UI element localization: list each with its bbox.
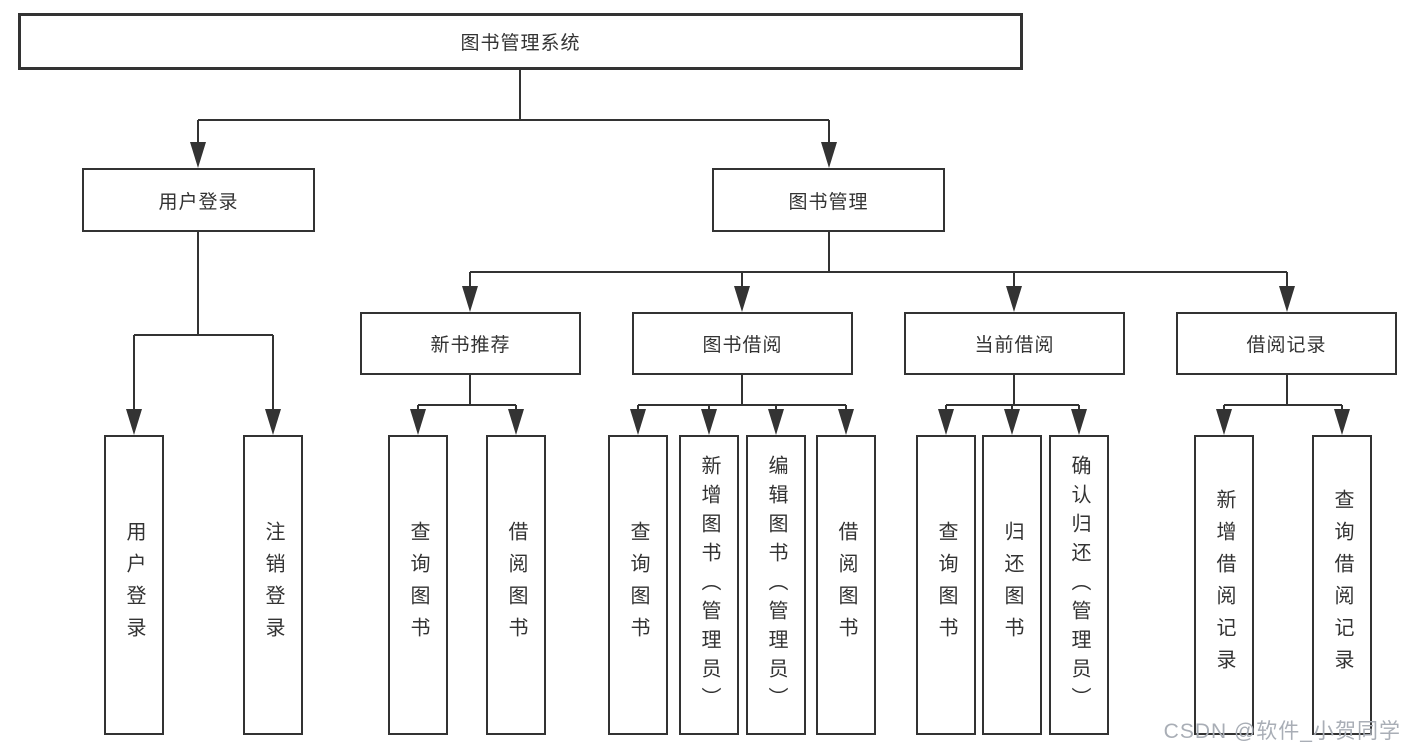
leaf-edit-book-admin: 编辑图书（管理员） — [746, 435, 806, 735]
node-current-borrow: 当前借阅 — [904, 312, 1125, 375]
csdn-watermark: CSDN @软件_小贺同学 — [1163, 720, 1401, 743]
leaf-user-login: 用户登录 — [104, 435, 164, 735]
node-borrow-records: 借阅记录 — [1176, 312, 1397, 375]
node-new-book-recommend: 新书推荐 — [360, 312, 581, 375]
leaf-borrow-books-borrow: 借阅图书 — [816, 435, 876, 735]
leaf-query-books-current: 查询图书 — [916, 435, 976, 735]
leaf-query-books-borrow: 查询图书 — [608, 435, 668, 735]
leaf-add-borrow-record: 新增借阅记录 — [1194, 435, 1254, 735]
leaf-confirm-return-admin: 确认归还（管理员） — [1049, 435, 1109, 735]
node-user-login: 用户登录 — [82, 168, 315, 232]
leaf-borrow-books-recommend: 借阅图书 — [486, 435, 546, 735]
node-library-management-system: 图书管理系统 — [18, 13, 1023, 70]
leaf-logout-login: 注销登录 — [243, 435, 303, 735]
node-book-management: 图书管理 — [712, 168, 945, 232]
leaf-add-book-admin: 新增图书（管理员） — [679, 435, 739, 735]
leaf-query-borrow-record: 查询借阅记录 — [1312, 435, 1372, 735]
node-book-borrow: 图书借阅 — [632, 312, 853, 375]
leaf-return-book: 归还图书 — [982, 435, 1042, 735]
leaf-query-books-recommend: 查询图书 — [388, 435, 448, 735]
